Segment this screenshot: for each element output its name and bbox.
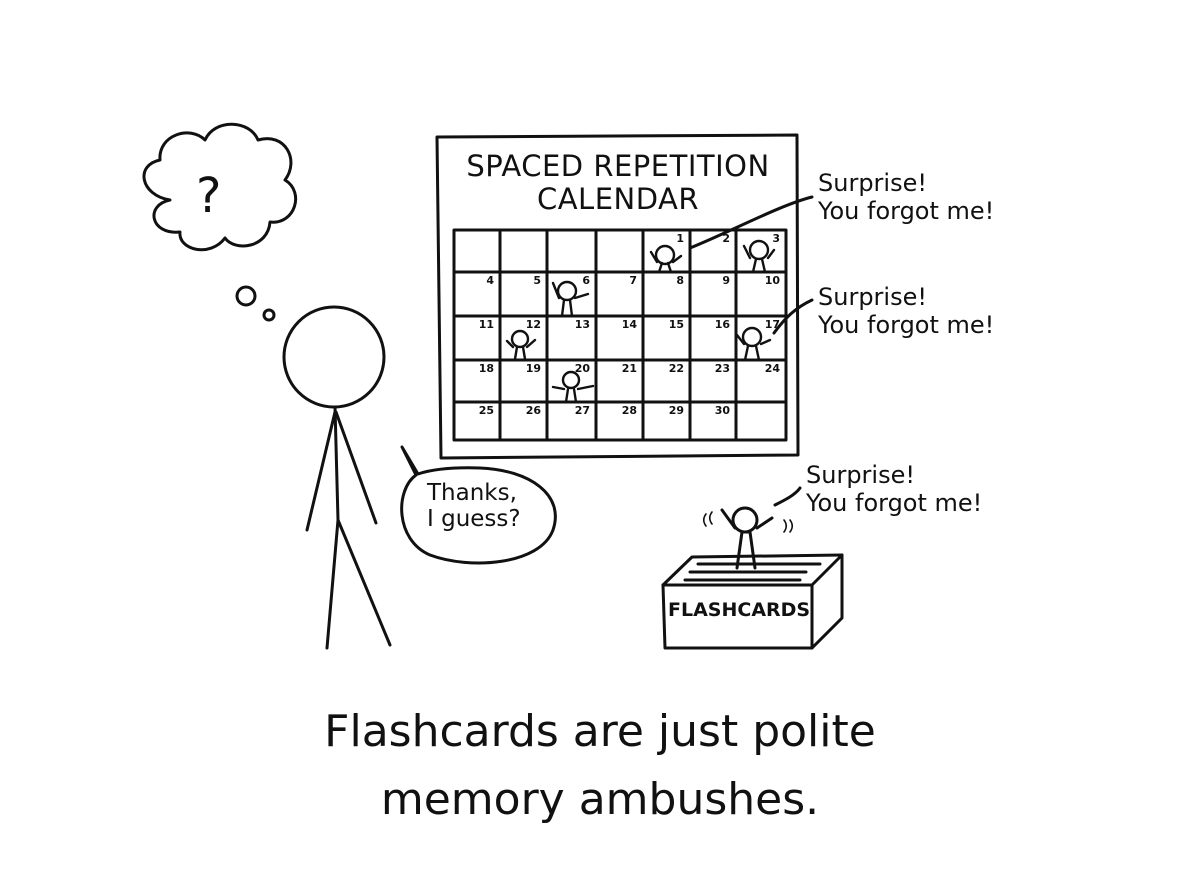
flashcard-box-label: FLASHCARDS: [668, 599, 811, 621]
flashcard-box-top: [661, 553, 844, 587]
callout-line-3: [773, 486, 802, 507]
calendar-day: 25: [478, 404, 494, 417]
calendar-day: 15: [668, 318, 684, 331]
calendar-day: 30: [714, 404, 730, 417]
calendar-day: 28: [621, 404, 637, 417]
ambush-figure-day-7: [551, 280, 590, 318]
callout-line-1: [688, 195, 814, 250]
callout-1: Surprise!You forgot me!: [818, 169, 995, 225]
thought-dot-small: [262, 308, 276, 322]
ambush-figure-day-13: [505, 329, 537, 361]
calendar-day: 10: [764, 274, 780, 287]
person-arm-left: [305, 410, 337, 532]
callout-line-2: [772, 298, 814, 335]
calendar-day: 11: [478, 318, 494, 331]
ambush-figure-day-21: [551, 370, 595, 404]
question-mark-icon: ?: [196, 168, 221, 224]
calendar-day: 2: [722, 232, 730, 245]
calendar-day: 23: [714, 362, 730, 375]
calendar-day: 24: [764, 362, 780, 375]
person-arm-right: [334, 410, 378, 525]
calendar-grid: [452, 228, 788, 442]
calendar-day: 14: [621, 318, 637, 331]
calendar-day: 17: [764, 318, 780, 331]
calendar-day: 22: [668, 362, 684, 375]
calendar-frame: [435, 133, 800, 460]
person-head: [282, 305, 386, 409]
calendar-day: 21: [621, 362, 637, 375]
thought-dot-large: [235, 285, 257, 307]
callout-3: Surprise!You forgot me!: [806, 461, 983, 517]
calendar-day: 9: [722, 274, 730, 287]
person-leg-right: [336, 518, 392, 647]
calendar-day: 7: [629, 274, 637, 287]
calendar-day: 12: [525, 318, 541, 331]
calendar-day: 16: [714, 318, 730, 331]
calendar-day: 18: [478, 362, 494, 375]
calendar-day: 3: [772, 232, 780, 245]
calendar-day: 6: [582, 274, 590, 287]
ambush-figure-day-4: [742, 239, 776, 274]
ambush-figure-day-18: [735, 326, 772, 362]
flashcard-box-side: [810, 553, 844, 650]
calendar-day: 29: [668, 404, 684, 417]
calendar-day: 26: [525, 404, 541, 417]
thought-bubble-icon: [142, 122, 298, 252]
calendar-day: 8: [676, 274, 684, 287]
person-speech: Thanks,I guess?: [427, 480, 521, 533]
callout-2: Surprise!You forgot me!: [818, 283, 995, 339]
calendar-day: 4: [486, 274, 494, 287]
ambush-figure-day-2: [649, 244, 683, 274]
calendar-day: 20: [574, 362, 590, 375]
calendar-day: 1: [676, 232, 684, 245]
person-speech-bubble: [400, 445, 557, 565]
calendar-day: 19: [525, 362, 541, 375]
calendar-day: 13: [574, 318, 590, 331]
calendar-day: 5: [533, 274, 541, 287]
calendar-day: 27: [574, 404, 590, 417]
